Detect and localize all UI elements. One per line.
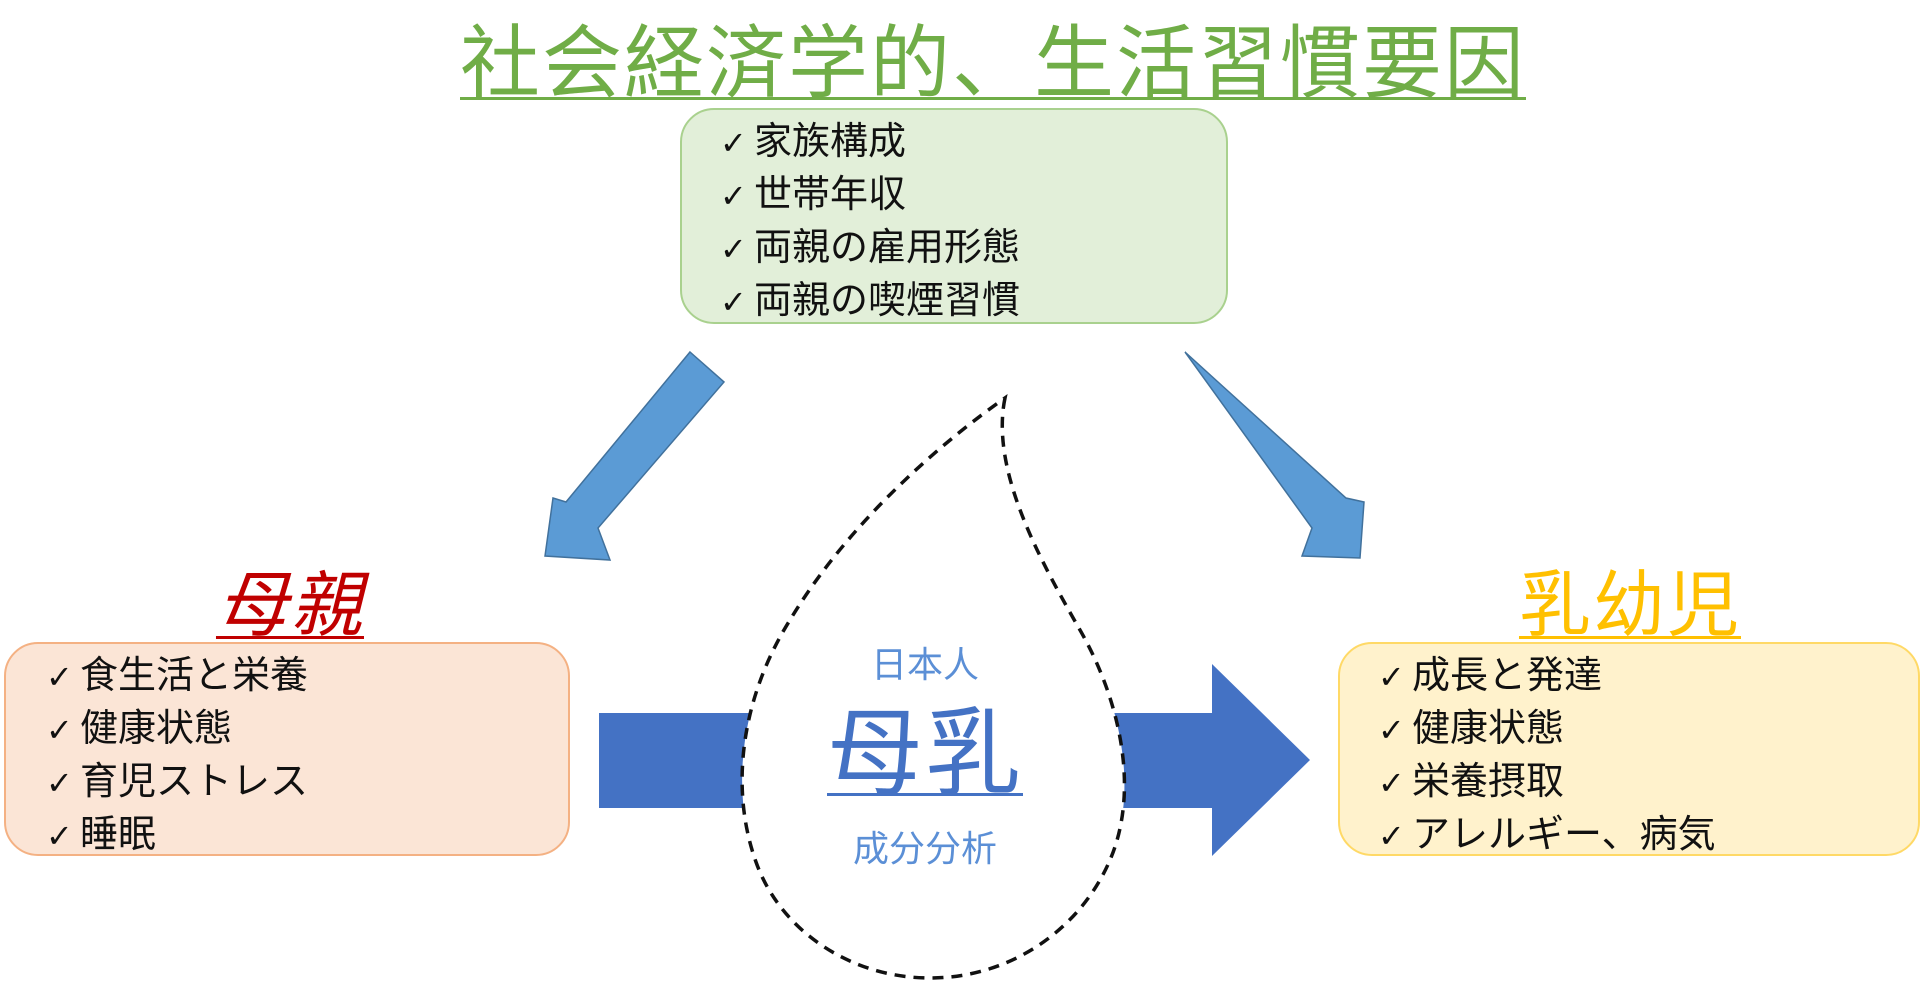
list-item: ✓成長と発達 <box>1378 650 1918 703</box>
check-icon: ✓ <box>46 711 73 749</box>
mother-list: ✓食生活と栄養 ✓健康状態 ✓育児ストレス ✓睡眠 <box>46 650 568 862</box>
infant-list: ✓成長と発達 ✓健康状態 ✓栄養摂取 ✓アレルギー、病気 <box>1378 650 1918 862</box>
check-icon: ✓ <box>1378 764 1405 802</box>
check-icon: ✓ <box>1378 817 1405 855</box>
check-icon: ✓ <box>46 764 73 802</box>
list-item: ✓健康状態 <box>1378 703 1918 756</box>
arrow-socio-to-mother <box>544 350 726 561</box>
list-item: ✓健康状態 <box>46 703 568 756</box>
list-item: ✓栄養摂取 <box>1378 756 1918 809</box>
check-icon: ✓ <box>1378 711 1405 749</box>
infant-title: 乳幼児 <box>1518 563 1741 647</box>
check-icon: ✓ <box>46 817 73 855</box>
list-item: ✓アレルギー、病気 <box>1378 809 1918 862</box>
list-item: ✓食生活と栄養 <box>46 650 568 703</box>
socioeconomic-list: ✓家族構成 ✓世帯年収 ✓両親の雇用形態 ✓両親の喫煙習慣 <box>720 116 1226 328</box>
check-icon: ✓ <box>720 283 747 321</box>
infant-box: ✓成長と発達 ✓健康状態 ✓栄養摂取 ✓アレルギー、病気 <box>1338 642 1920 856</box>
list-item: ✓家族構成 <box>720 116 1226 169</box>
mother-title: 母親 <box>215 563 364 647</box>
check-icon: ✓ <box>720 230 747 268</box>
breast-milk-bottom-label: 成分分析 <box>852 829 997 870</box>
arrow-socio-to-infant <box>1184 351 1365 559</box>
milk-droplet-outline <box>740 394 1127 980</box>
list-item: ✓睡眠 <box>46 809 568 862</box>
check-icon: ✓ <box>1378 658 1405 696</box>
list-item: ✓両親の雇用形態 <box>720 222 1226 275</box>
breast-milk-main-label: 母乳 <box>827 698 1023 810</box>
mother-box: ✓食生活と栄養 ✓健康状態 ✓育児ストレス ✓睡眠 <box>4 642 570 856</box>
check-icon: ✓ <box>46 658 73 696</box>
check-icon: ✓ <box>720 177 747 215</box>
list-item: ✓両親の喫煙習慣 <box>720 275 1226 328</box>
list-item: ✓世帯年収 <box>720 169 1226 222</box>
list-item: ✓育児ストレス <box>46 756 568 809</box>
socioeconomic-title: 社会経済学的、生活習慣要因 <box>460 17 1526 110</box>
socioeconomic-box: ✓家族構成 ✓世帯年収 ✓両親の雇用形態 ✓両親の喫煙習慣 <box>680 108 1228 324</box>
breast-milk-top-label: 日本人 <box>870 645 979 686</box>
check-icon: ✓ <box>720 124 747 162</box>
